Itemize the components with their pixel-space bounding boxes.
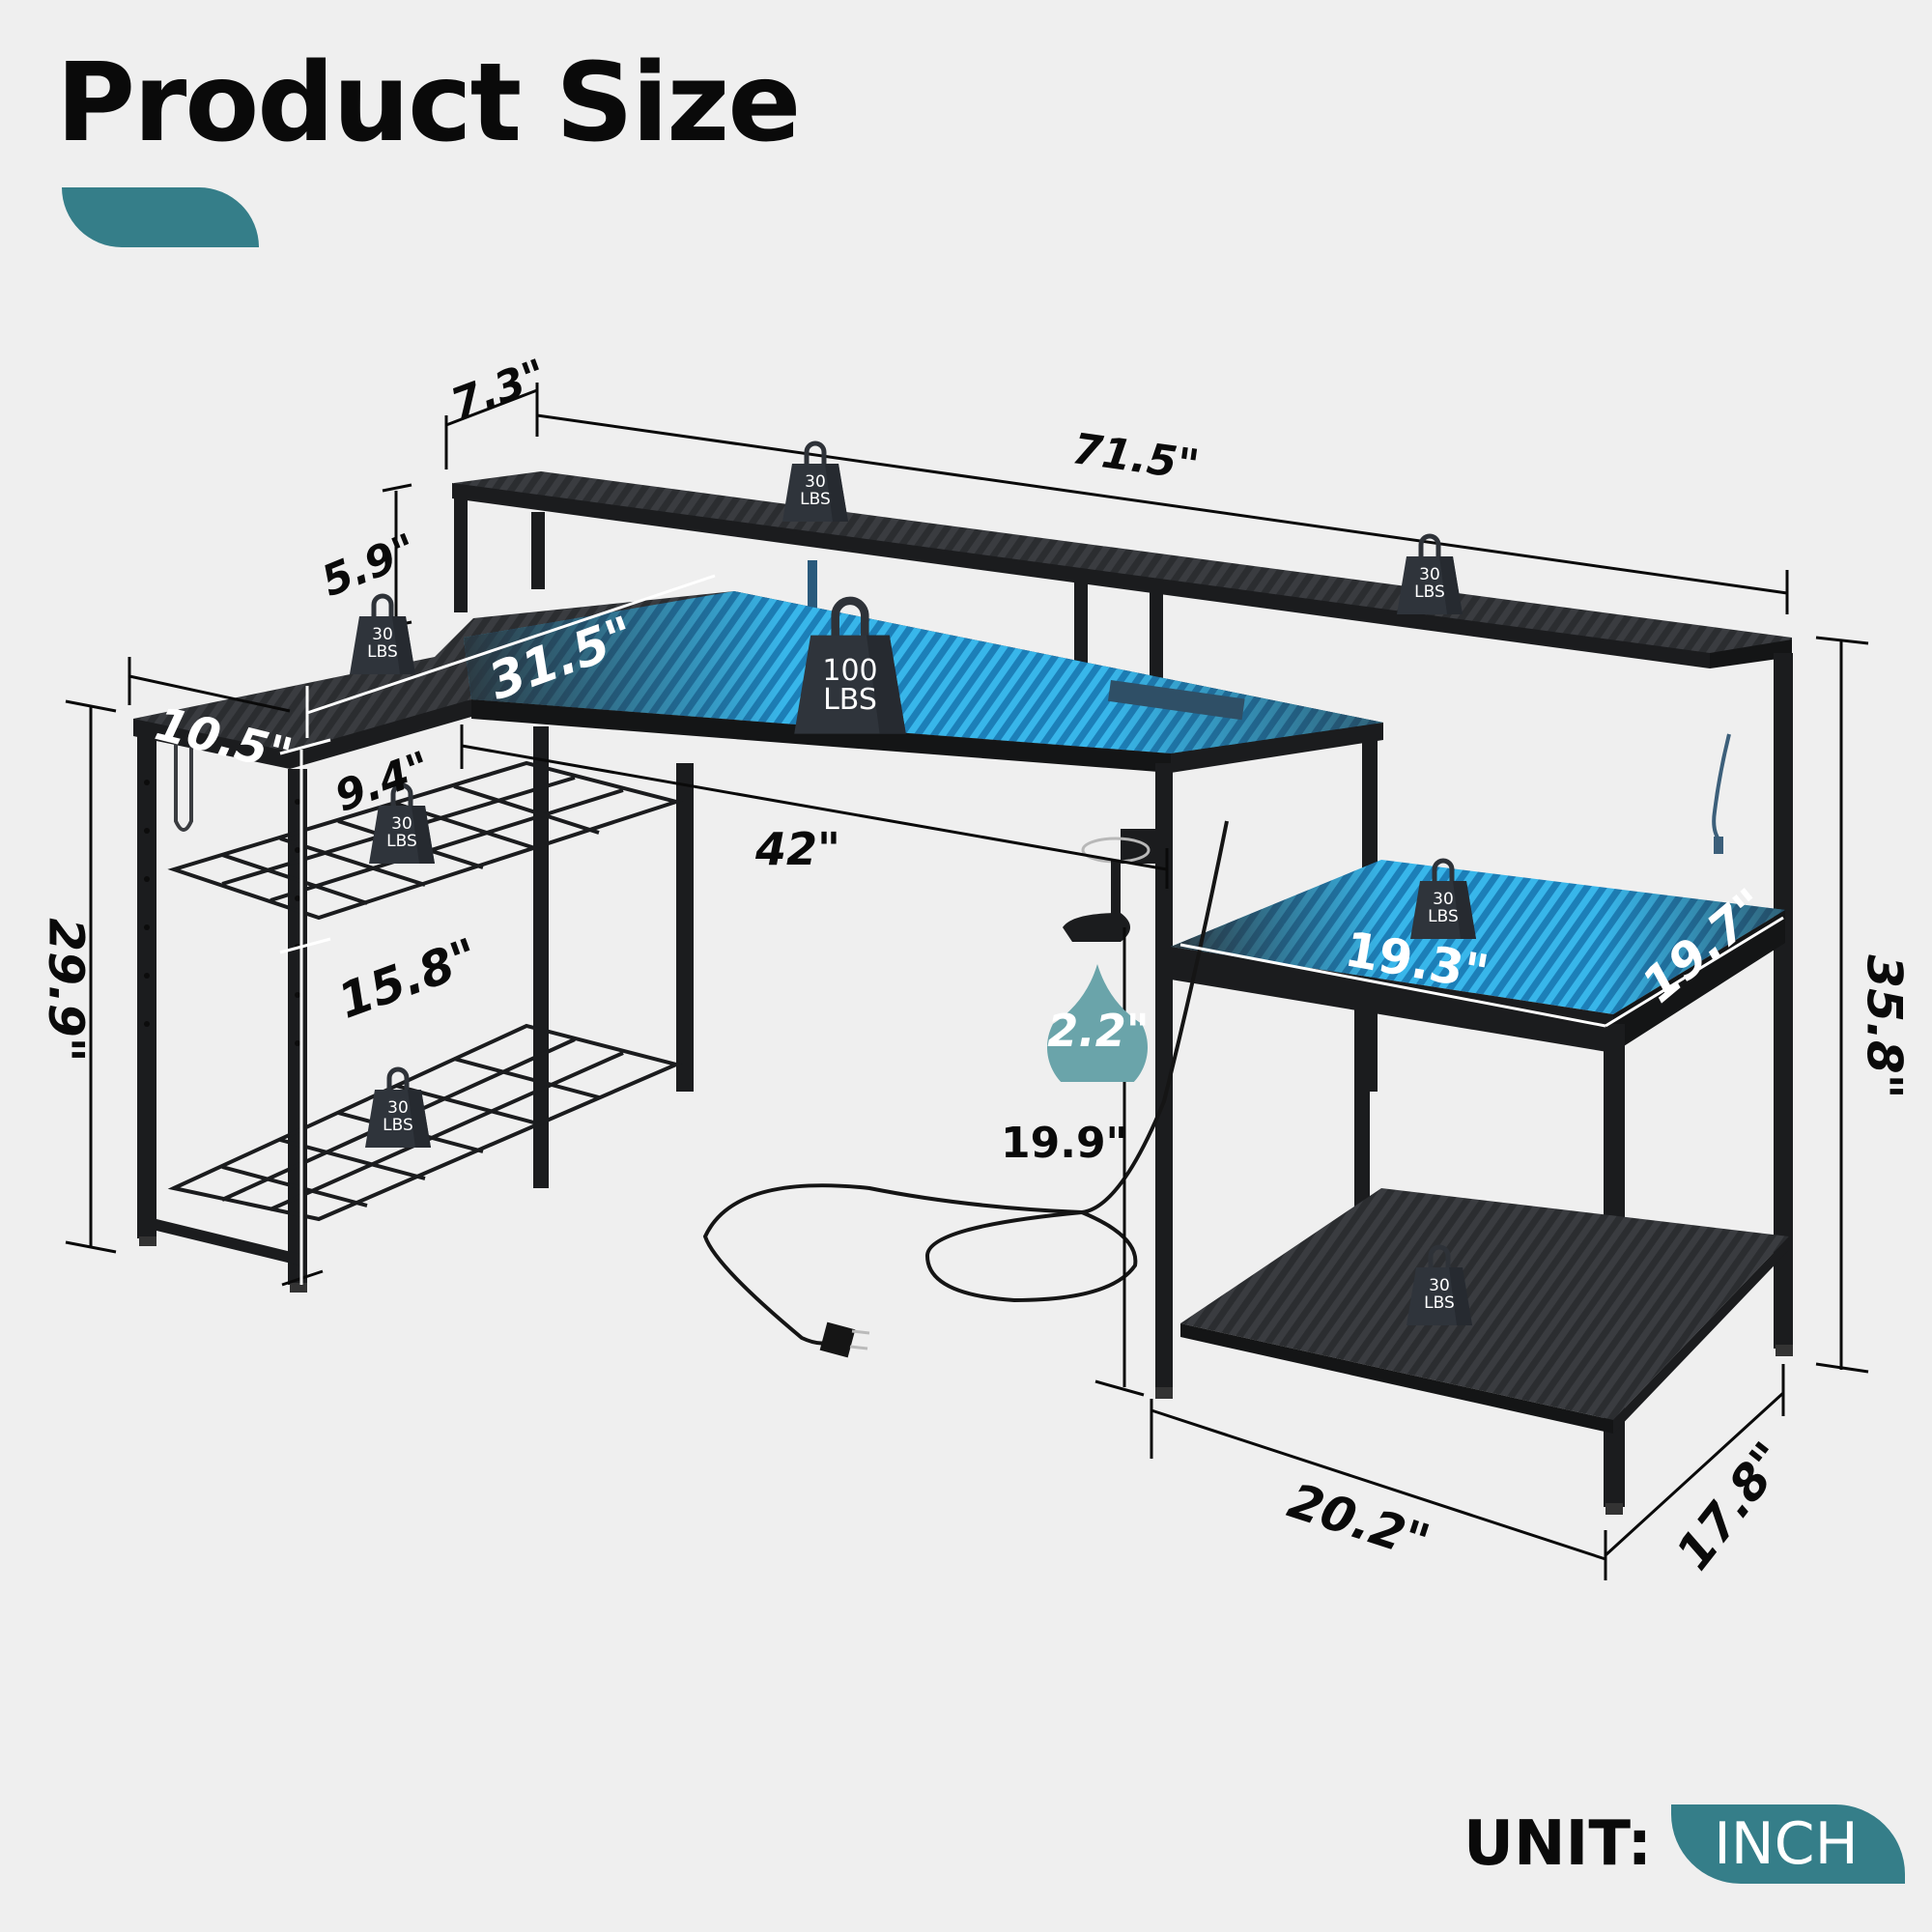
unit-indicator: UNIT: INCH (1463, 1804, 1905, 1884)
droplet-callout-icon (1047, 964, 1148, 1082)
page-title: Product Size (56, 41, 801, 166)
unit-badge: INCH (1671, 1804, 1905, 1884)
title-accent-bar (62, 187, 259, 247)
dim-desk-length: 42" (755, 823, 840, 875)
dim-desk-height: 29.9" (38, 918, 95, 1063)
dim-total-height: 35.8" (1856, 954, 1913, 1099)
unit-label: UNIT: (1463, 1808, 1653, 1880)
dim-cup-holder: 2.2" (1047, 1005, 1150, 1057)
dim-knee-clearance: 19.9" (1001, 1119, 1128, 1168)
